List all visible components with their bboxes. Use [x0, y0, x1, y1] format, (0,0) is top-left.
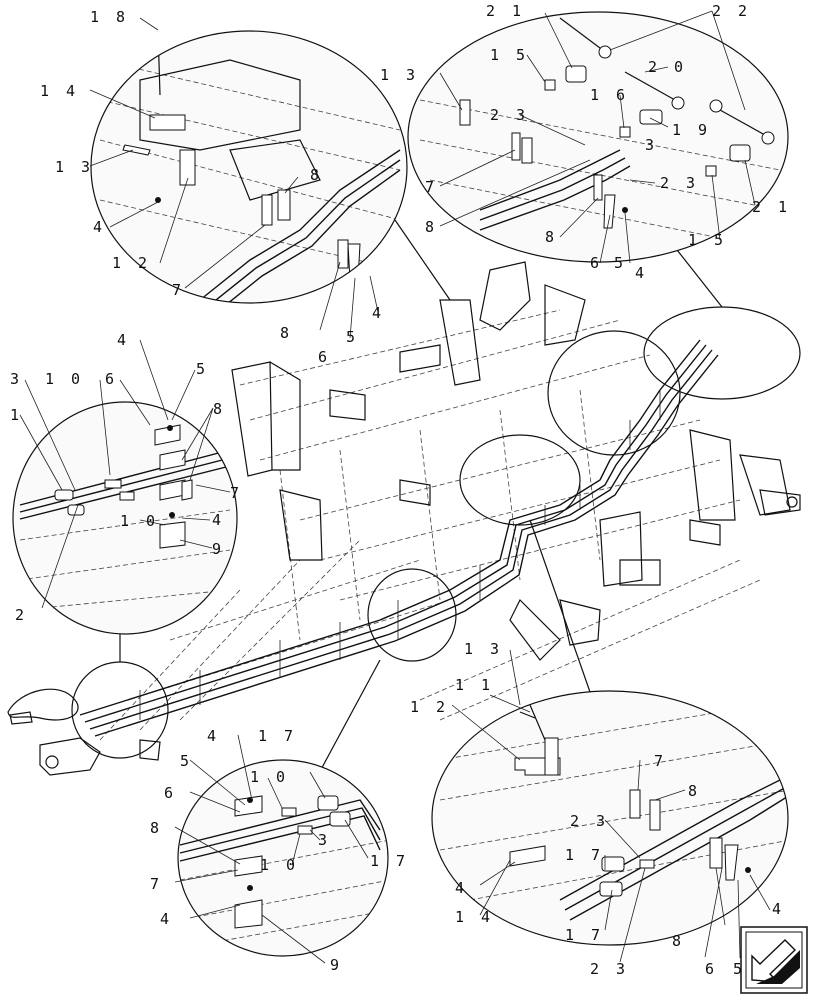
callout-17: 1 7	[565, 926, 604, 944]
callout-17: 1 7	[258, 727, 297, 745]
callout-7: 7	[425, 178, 438, 196]
callout-8: 8	[545, 228, 558, 246]
callout-9: 9	[212, 540, 225, 558]
detail-top-left	[90, 30, 408, 304]
callout-8: 8	[213, 400, 226, 418]
callout-13: 1 3	[55, 158, 94, 176]
callout-4: 4	[207, 727, 220, 745]
callout-3: 3	[318, 831, 331, 849]
detail-top-right	[407, 11, 789, 263]
callout-6: 6	[590, 254, 603, 272]
callout-4: 4	[772, 900, 785, 918]
callout-12: 1 2	[112, 254, 151, 272]
callout-4: 4	[212, 511, 225, 529]
detail-bottom-left	[177, 759, 389, 957]
detail-middle-left	[12, 401, 238, 635]
callout-4: 4	[117, 331, 130, 349]
callout-23: 2 3	[570, 812, 609, 830]
callout-9: 9	[330, 956, 343, 974]
callout-5: 5	[346, 328, 359, 346]
callout-8: 8	[425, 218, 438, 236]
callout-21: 2 1	[486, 2, 525, 20]
callout-10: 1 0	[250, 768, 289, 786]
callout-4: 4	[93, 218, 106, 236]
callout-6: 6	[105, 370, 118, 388]
callout-17: 1 7	[370, 852, 409, 870]
callout-10: 1 0	[45, 370, 84, 388]
callout-10: 1 0	[260, 856, 299, 874]
callout-6: 6	[705, 960, 718, 978]
callout-6: 6	[318, 348, 331, 366]
callout-labels: 2 1 2 2 1 3 1 5 2 0 1 6 2 3 3 1 9 7 2 3 …	[10, 2, 791, 978]
callout-5: 5	[180, 752, 193, 770]
callout-8: 8	[672, 932, 685, 950]
arrow-down-left-icon[interactable]	[740, 926, 808, 994]
callout-3: 3	[10, 370, 23, 388]
callout-20: 2 0	[648, 58, 687, 76]
callout-11: 1 1	[455, 676, 494, 694]
callout-13: 1 3	[380, 66, 419, 84]
callout-10: 1 0	[120, 512, 159, 530]
callout-21: 2 1	[752, 198, 791, 216]
callout-4: 4	[635, 264, 648, 282]
machine-frame	[7, 261, 801, 776]
callout-18: 1 8	[90, 8, 129, 26]
callout-5: 5	[614, 254, 627, 272]
callout-8: 8	[150, 819, 163, 837]
callout-23: 2 3	[660, 174, 699, 192]
callout-19: 1 9	[672, 121, 711, 139]
callout-6: 6	[164, 784, 177, 802]
callout-13: 1 3	[464, 640, 503, 658]
callout-7: 7	[150, 875, 163, 893]
callout-7: 7	[230, 484, 243, 502]
callout-4: 4	[455, 879, 468, 897]
callout-2: 2	[15, 606, 28, 624]
callout-17: 1 7	[565, 846, 604, 864]
callout-3: 3	[645, 136, 658, 154]
callout-15: 1 5	[490, 46, 529, 64]
callout-23: 2 3	[490, 106, 529, 124]
callout-7: 7	[172, 281, 185, 299]
callout-1: 1	[10, 406, 23, 424]
callout-14: 1 4	[455, 908, 494, 926]
callout-8: 8	[310, 166, 323, 184]
callout-7: 7	[654, 752, 667, 770]
leader-lines	[19, 10, 771, 964]
callout-4: 4	[372, 304, 385, 322]
callout-14: 1 4	[40, 82, 79, 100]
callout-22: 2 2	[712, 2, 751, 20]
callout-4: 4	[160, 910, 173, 928]
callout-5: 5	[196, 360, 209, 378]
callout-23: 2 3	[590, 960, 629, 978]
callout-5: 5	[733, 960, 746, 978]
callout-8: 8	[688, 782, 701, 800]
callout-15: 1 5	[688, 231, 727, 249]
callout-8: 8	[280, 324, 293, 342]
callout-12: 1 2	[410, 698, 449, 716]
callout-16: 1 6	[590, 86, 629, 104]
